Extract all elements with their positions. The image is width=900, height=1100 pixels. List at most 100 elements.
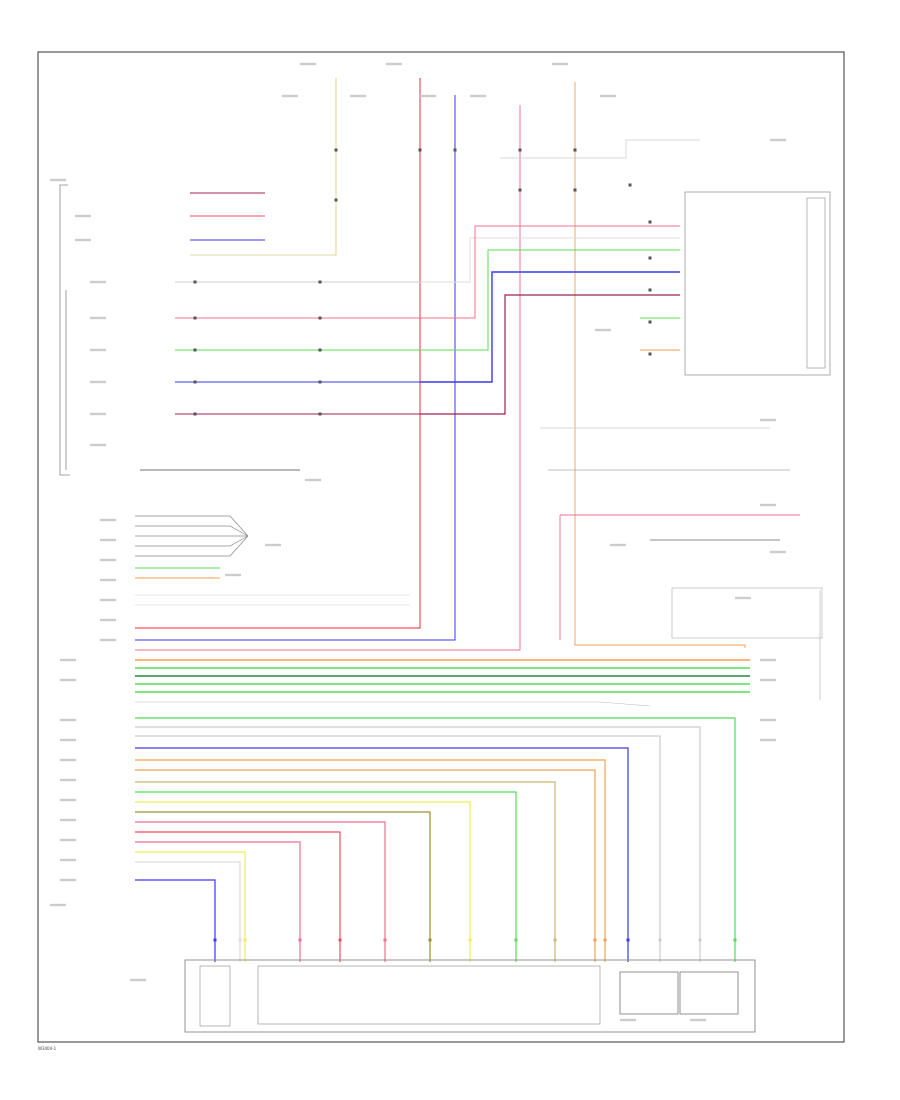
connector-pin <box>338 938 342 942</box>
connector-pin <box>428 938 432 942</box>
label-placeholder <box>100 638 116 642</box>
label-placeholder <box>50 178 66 182</box>
tcm-inner-left <box>199 965 231 1027</box>
connector-pin <box>553 938 557 942</box>
label-placeholder <box>225 573 241 577</box>
wire-44 <box>135 735 661 962</box>
label-placeholder <box>735 596 751 600</box>
connector-pin <box>698 938 702 942</box>
label-placeholder <box>600 94 616 98</box>
connector-pin <box>733 938 737 942</box>
wire-51 <box>135 811 431 962</box>
diagram-border <box>37 51 845 1043</box>
connector-pin <box>318 380 322 384</box>
connector-pin <box>193 280 197 284</box>
label-placeholder <box>100 578 116 582</box>
label-placeholder <box>595 328 611 332</box>
label-placeholder <box>305 478 321 482</box>
instrument-cluster-box <box>684 191 831 376</box>
structure <box>59 184 831 1033</box>
connector-pin <box>658 938 662 942</box>
wire-42 <box>135 717 736 962</box>
connector-pin <box>418 148 422 152</box>
wire-53 <box>135 831 341 962</box>
connector-pin <box>626 938 630 942</box>
label-placeholder <box>470 94 486 98</box>
wire-31 <box>135 535 249 557</box>
wire-12 <box>420 225 680 319</box>
label-placeholder <box>760 678 776 682</box>
label-placeholder <box>100 618 116 622</box>
label-placeholder <box>100 518 116 522</box>
connector-pin <box>648 320 652 324</box>
label-placeholder <box>60 838 76 842</box>
label-placeholder <box>760 418 776 422</box>
wire-48 <box>135 781 556 962</box>
connector-pin <box>573 188 577 192</box>
label-placeholder <box>265 543 281 547</box>
label-placeholder <box>75 238 91 242</box>
connector-pin <box>193 380 197 384</box>
cluster-inner-panel <box>806 197 826 369</box>
connector-pin <box>593 938 597 942</box>
connector-pin <box>628 183 632 187</box>
connector-pin <box>603 938 607 942</box>
label-placeholder <box>60 658 76 662</box>
wire-50 <box>135 801 471 962</box>
label-placeholder <box>60 758 76 762</box>
switch-block-outline <box>59 184 70 476</box>
connector-pin <box>193 412 197 416</box>
label-placeholder <box>760 503 776 507</box>
label-placeholder <box>90 443 106 447</box>
wire-47 <box>135 769 596 962</box>
label-placeholder <box>760 738 776 742</box>
label-placeholder <box>50 903 66 907</box>
connector-pin <box>518 188 522 192</box>
label-placeholder <box>90 348 106 352</box>
connector-pin <box>318 348 322 352</box>
connector-pin <box>648 288 652 292</box>
label-placeholder <box>130 978 146 982</box>
wire-14 <box>420 271 680 383</box>
label-placeholder <box>760 718 776 722</box>
wire-52 <box>135 821 386 962</box>
tcm-box <box>184 959 756 1033</box>
wire-45 <box>135 747 629 962</box>
input-speed-sensor <box>619 971 679 1015</box>
wire-41 <box>135 701 651 707</box>
connector-pin <box>193 316 197 320</box>
label-placeholder <box>100 558 116 562</box>
wire-1 <box>135 78 421 629</box>
output-speed-sensor <box>679 971 739 1015</box>
connector-pin <box>648 256 652 260</box>
wire-15 <box>420 294 680 415</box>
wire-54 <box>135 841 301 962</box>
connector-pin <box>468 938 472 942</box>
label-placeholder <box>770 550 786 554</box>
connector-pin <box>383 938 387 942</box>
wire-4 <box>574 82 746 648</box>
wire-43 <box>135 726 701 962</box>
wire-5 <box>500 139 700 159</box>
label-placeholder <box>552 62 568 66</box>
label-placeholder <box>75 214 91 218</box>
range-sensor-box <box>671 587 823 639</box>
label-placeholder <box>690 1018 706 1022</box>
label-placeholder <box>60 798 76 802</box>
connector-pin <box>243 938 247 942</box>
label-placeholder <box>90 412 106 416</box>
label-placeholder <box>420 94 436 98</box>
wire-46 <box>135 759 606 962</box>
connector-pin <box>518 148 522 152</box>
label-placeholder <box>60 718 76 722</box>
wire-27 <box>135 515 249 537</box>
connector-pin <box>213 938 217 942</box>
connector-pin <box>318 316 322 320</box>
wire-49 <box>135 791 517 962</box>
wire-57 <box>135 879 216 962</box>
tcm-inner-solenoids <box>257 965 601 1025</box>
label-placeholder <box>90 380 106 384</box>
label-placeholder <box>60 778 76 782</box>
diagram-code: W3404-1 <box>38 1046 57 1051</box>
